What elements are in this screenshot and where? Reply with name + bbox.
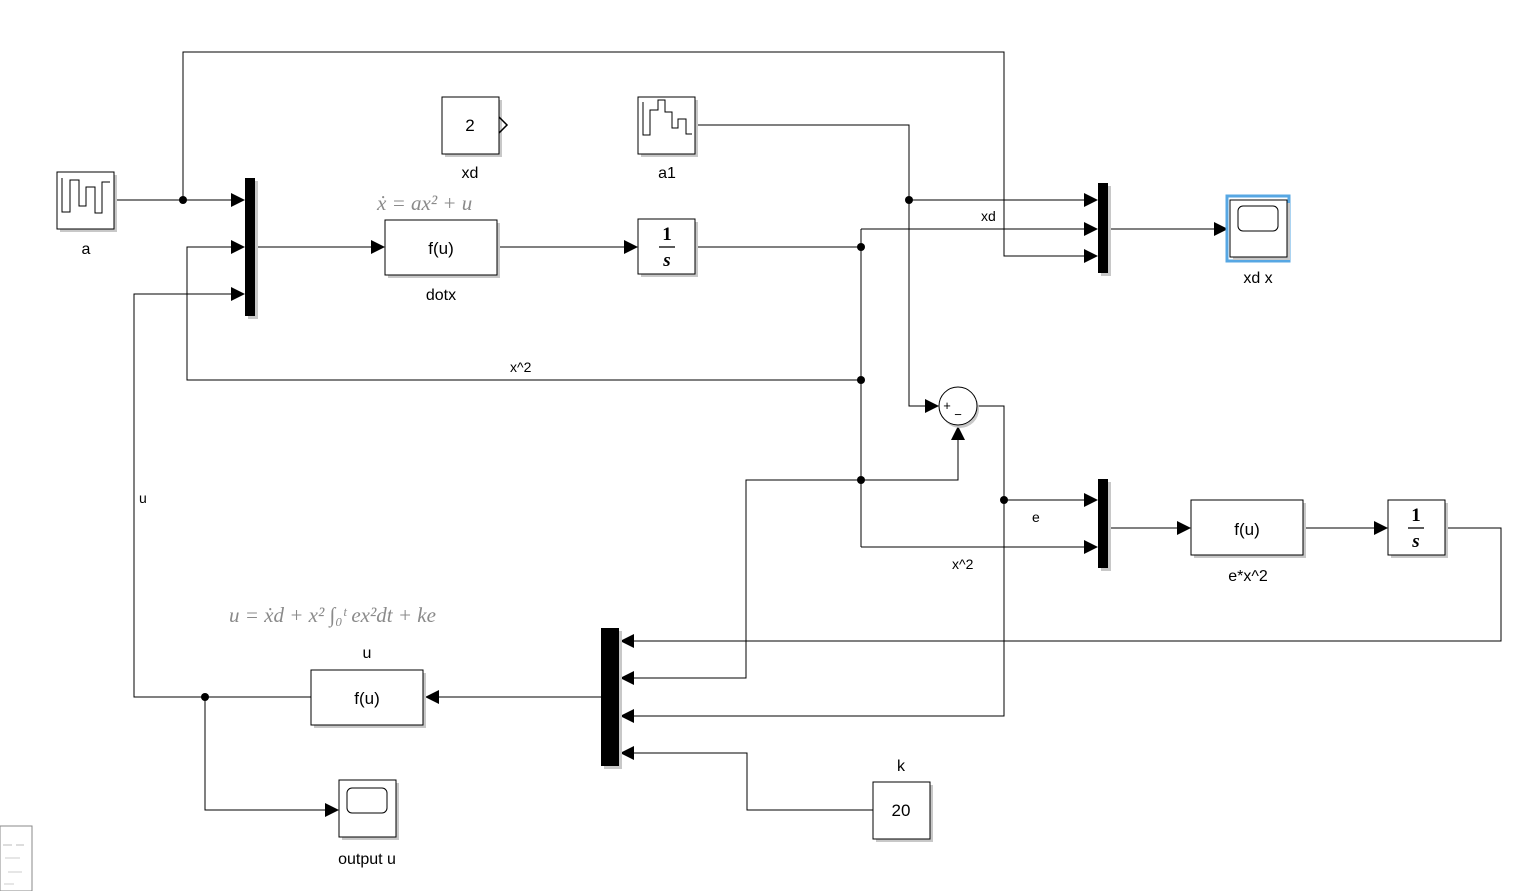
branch-dot-a1 — [905, 196, 913, 204]
integrator-numerator: 1 — [1411, 505, 1421, 526]
arrow-mux4-in2 — [1084, 540, 1098, 554]
wire-x-to-umux[interactable] — [613, 479, 861, 679]
block-k-constant[interactable]: 20 k — [872, 758, 933, 842]
wire-x-feedback[interactable] — [186, 246, 861, 381]
block-label-u: u — [363, 645, 372, 662]
wire-x-to-sum-minus[interactable] — [861, 434, 959, 481]
staircase-signal-icon — [61, 178, 110, 214]
integrator-denominator: s — [662, 250, 670, 271]
constant-value-xd: 2 — [465, 116, 474, 135]
block-u-fcn[interactable]: f(u) u — [310, 645, 426, 728]
mux-block-1[interactable] — [245, 178, 258, 319]
block-integrator-1[interactable]: 1 s — [637, 218, 698, 277]
wire-sum-out[interactable] — [613, 405, 1005, 717]
block-dotx-fcn[interactable]: f(u) dotx — [384, 219, 500, 304]
branch-dot-x-top — [857, 243, 865, 251]
block-a[interactable]: a — [56, 171, 117, 258]
equation-dotx: ẋ = ax² + u — [376, 191, 472, 215]
wire-int2-to-umux[interactable] — [613, 527, 1502, 642]
signal-lines — [115, 51, 1502, 811]
fcn-text-u: f(u) — [354, 689, 380, 708]
scope-screen-icon — [346, 787, 388, 814]
integrator-denominator: s — [1411, 531, 1419, 552]
arrow-ufcn-in — [425, 690, 439, 704]
arrow-dotx-in — [371, 240, 385, 254]
staircase-signal-icon — [642, 99, 692, 136]
block-label-xd: xd — [462, 165, 479, 182]
signal-label-x2-top: x^2 — [510, 359, 532, 375]
branch-dot-x-sum — [857, 476, 865, 484]
arrow-int2-in — [1374, 521, 1388, 535]
arrow-uscope-in — [325, 803, 339, 817]
block-label-k: k — [897, 758, 906, 775]
arrowheads — [231, 193, 1388, 817]
arrow-int1-in — [624, 240, 638, 254]
arrow-fcn2-in — [1177, 521, 1191, 535]
wire-u-feedback[interactable] — [133, 293, 238, 698]
signal-label-e: e — [1032, 509, 1040, 525]
arrow-mux3-in2 — [1084, 222, 1098, 236]
arrow-umux-in2 — [620, 671, 634, 685]
signal-label-u: u — [139, 490, 147, 506]
output-port-chevron-icon — [498, 116, 509, 134]
branch-dot-e — [1000, 496, 1008, 504]
branch-dot-a — [179, 196, 187, 204]
signal-label-x2-bottom: x^2 — [952, 556, 974, 572]
block-scope-output-u[interactable]: output u — [338, 779, 399, 868]
integrator-numerator: 1 — [662, 224, 672, 245]
block-label-ex2: e*x^2 — [1228, 568, 1268, 585]
wire-k-to-umux[interactable] — [613, 752, 873, 811]
wire-a-to-scope-mux[interactable] — [182, 51, 1089, 257]
block-a1[interactable]: a1 — [637, 96, 698, 182]
block-scope-xd-x[interactable]: xd x — [1225, 194, 1291, 287]
arrow-umux-in1 — [620, 634, 634, 648]
wire-u-to-scope[interactable] — [204, 697, 330, 811]
block-integrator-2[interactable]: 1 s — [1387, 499, 1448, 558]
equation-u: u = ẋd + x² ∫₀ᵗ ex²dt + ke — [229, 603, 436, 628]
block-label-dotx: dotx — [426, 287, 456, 304]
mux-block-scope[interactable] — [1098, 183, 1111, 276]
arrow-mux3-in3 — [1084, 249, 1098, 263]
arrow-scope-in — [1214, 222, 1228, 236]
arrow-mux1-in3 — [231, 287, 245, 301]
arrow-mux1-in2 — [231, 240, 245, 254]
arrow-mux4-in1 — [1084, 493, 1098, 507]
signal-label-xd: xd — [981, 208, 996, 224]
mux-block-4[interactable] — [1098, 479, 1111, 571]
block-ex2-fcn[interactable]: f(u) e*x^2 — [1190, 499, 1306, 585]
wire-a1-to-sum[interactable] — [695, 124, 931, 407]
block-label-a: a — [82, 241, 91, 258]
fcn-text-dotx: f(u) — [428, 239, 454, 258]
arrow-umux-in3 — [620, 709, 634, 723]
signal-labels: xd x^2 e x^2 u — [139, 208, 1040, 572]
branch-dot-x-feedback — [857, 376, 865, 384]
branch-dot-u — [201, 693, 209, 701]
block-label-xd-x: xd x — [1243, 270, 1272, 287]
arrow-sum-plus — [925, 399, 939, 413]
arrow-mux3-in1 — [1084, 193, 1098, 207]
constant-value-k: 20 — [892, 801, 911, 820]
block-label-output-u: output u — [338, 851, 396, 868]
fcn-text-ex2: f(u) — [1234, 520, 1260, 539]
mux-block-u[interactable] — [601, 628, 622, 769]
sum-minus-sign: − — [954, 407, 962, 422]
model-thumbnail[interactable] — [0, 825, 33, 891]
arrow-sum-minus — [951, 426, 965, 440]
branch-points — [179, 196, 1008, 701]
arrow-mux1-in1 — [231, 193, 245, 207]
arrow-umux-in4 — [620, 746, 634, 760]
block-sum[interactable]: + − — [938, 386, 979, 428]
sum-plus-sign: + — [943, 398, 951, 413]
scope-screen-icon — [1237, 205, 1279, 232]
block-label-a1: a1 — [658, 165, 676, 182]
block-xd-constant[interactable]: 2 xd — [441, 96, 509, 182]
